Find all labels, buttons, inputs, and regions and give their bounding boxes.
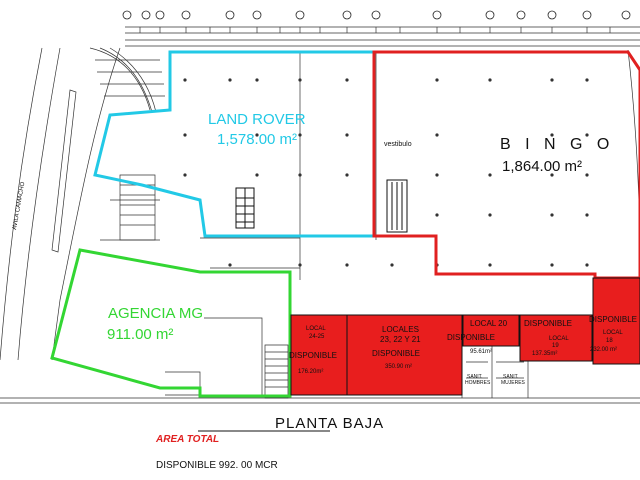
locales-23-22-21 xyxy=(346,314,463,396)
zone-agencia-mg xyxy=(50,248,292,398)
local-18-status: DISPONIBLE xyxy=(589,315,637,324)
column-grid xyxy=(183,78,589,267)
local-19-title-2: 19 xyxy=(552,343,559,349)
restroom-men-2: HOMBRES xyxy=(465,380,491,386)
local-19-area: 137.35m² xyxy=(532,351,557,357)
bingo-area: 1,864.00 m² xyxy=(502,158,582,175)
restroom-women-2: MUJERES xyxy=(501,380,526,386)
plan-title: PLANTA BAJA xyxy=(275,415,384,432)
local-24-25-title-1: LOCAL xyxy=(306,326,326,332)
disponible-total: DISPONIBLE 992. 00 MCR xyxy=(156,460,278,471)
land-rover-label: LAND ROVER xyxy=(208,111,306,128)
restroom-women-1: SANIT. xyxy=(503,374,519,380)
local-20-title: LOCAL 20 xyxy=(470,319,508,328)
available-locales xyxy=(290,277,640,396)
bingo-label: B I N G O xyxy=(500,136,614,153)
elevator-core xyxy=(235,179,408,233)
vestibulo-label: vestibulo xyxy=(384,141,412,148)
local-24-25-status: DISPONIBLE xyxy=(289,351,337,360)
local-24-25 xyxy=(290,314,348,396)
local-18-title-1: LOCAL xyxy=(603,330,623,336)
local-20 xyxy=(462,314,520,347)
street-label: AVILA CAMACHO xyxy=(12,181,26,230)
locales-23-22-21-area: 350.90 m² xyxy=(385,364,412,370)
locales-23-22-21-title-2: 23, 22 Y 21 xyxy=(380,335,421,344)
grid-markers xyxy=(122,10,631,20)
area-total-label: AREA TOTAL xyxy=(155,434,219,445)
local-18-title-2: 18 xyxy=(606,338,613,344)
restroom-men-1: SANIT. xyxy=(467,374,483,380)
agencia-mg-label: AGENCIA MG xyxy=(108,305,203,322)
local-18 xyxy=(592,277,640,365)
local-24-25-title-2: 24-25 xyxy=(309,334,325,340)
local-19 xyxy=(519,314,593,362)
agencia-mg-area: 911.00 m² xyxy=(107,326,173,343)
zone-bingo xyxy=(372,50,640,280)
locale-labels: LOCAL 24-25 DISPONIBLE 176.20m² LOCALES … xyxy=(289,315,637,375)
local-20-status: DISPONIBLE xyxy=(447,333,495,342)
locales-23-22-21-title-1: LOCALES xyxy=(382,325,419,334)
local-19-status: DISPONIBLE xyxy=(524,319,572,328)
land-rover-area: 1,578.00 m² xyxy=(217,131,297,148)
local-24-25-area: 176.20m² xyxy=(298,369,323,375)
local-20-area: 95.61m² xyxy=(470,349,492,355)
local-19-title-1: LOCAL xyxy=(549,336,569,342)
local-18-area: 232.00 m² xyxy=(590,347,617,353)
locales-23-22-21-status: DISPONIBLE xyxy=(372,349,420,358)
